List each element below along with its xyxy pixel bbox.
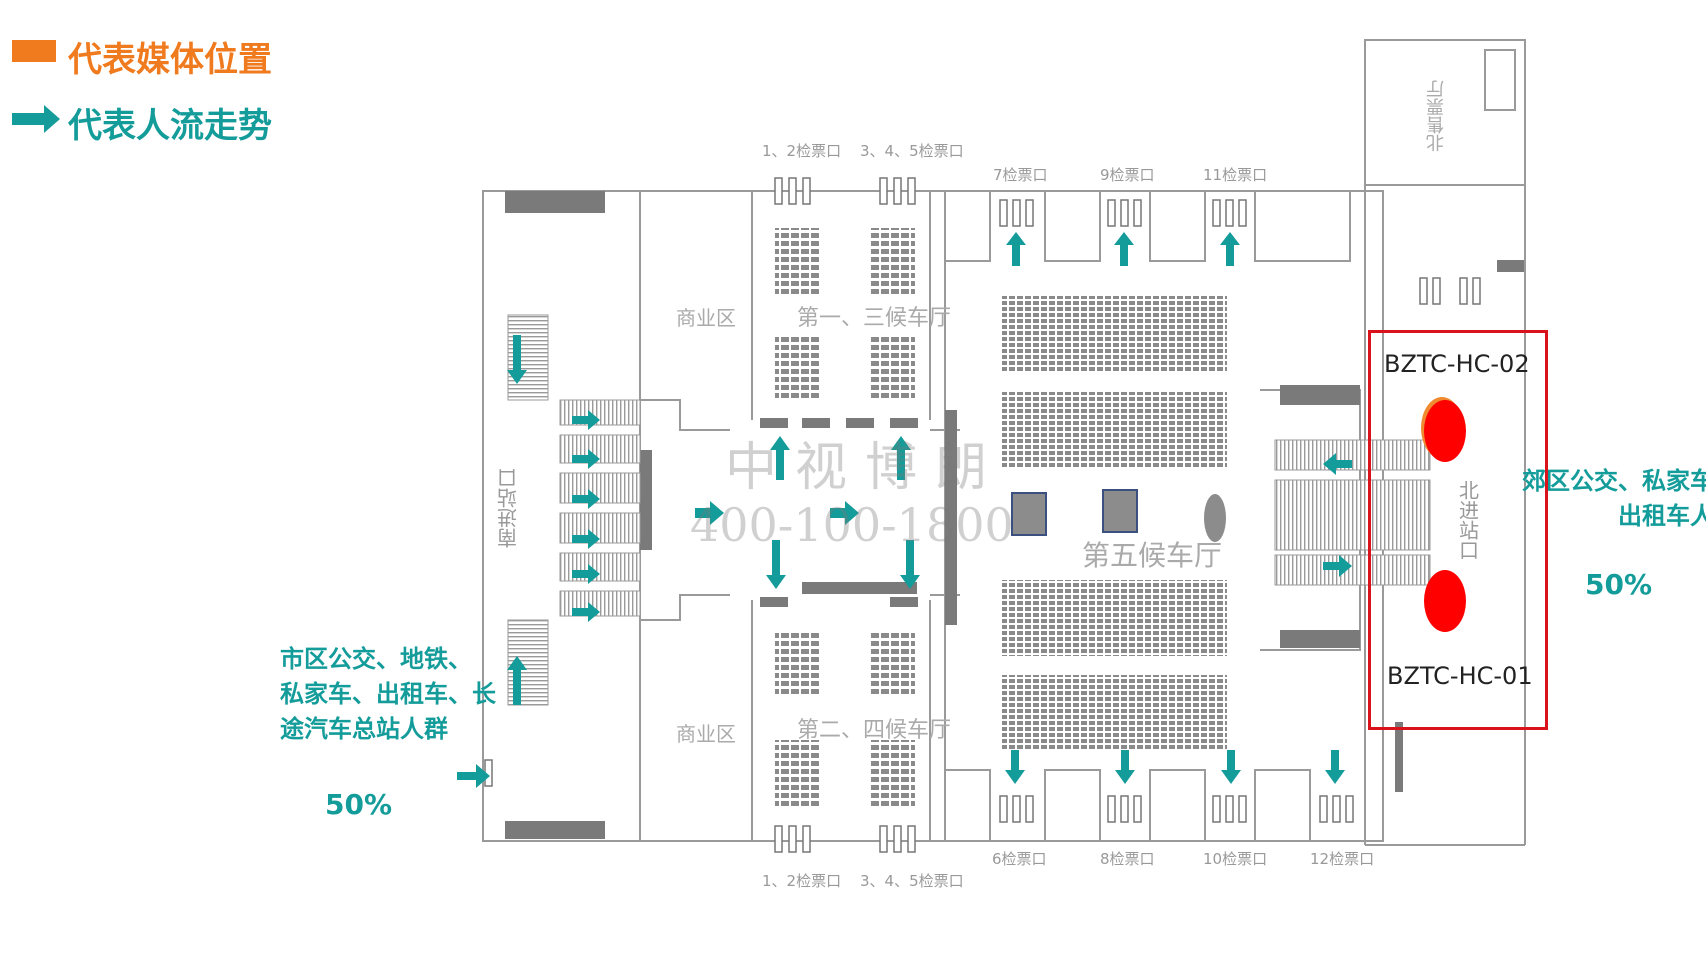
media-point-bottom — [1424, 570, 1466, 632]
legend-media-label: 代表媒体位置 — [68, 40, 272, 80]
flow-arrow-icon — [12, 105, 60, 133]
label-hall-2-4: 第二、四候车厅 — [797, 718, 952, 743]
left-group-percent: 50% — [325, 788, 393, 821]
gate-label-top-4: 9检票口 — [1100, 166, 1155, 184]
media-highlight-box — [1368, 330, 1548, 730]
gate-label-top-2: 3、4、5检票口 — [860, 142, 964, 160]
media-swatch — [12, 40, 56, 62]
media-code-top: BZTC-HC-02 — [1384, 350, 1530, 378]
gate-label-bottom-5: 10检票口 — [1203, 850, 1268, 868]
right-group-percent: 50% — [1585, 568, 1653, 601]
left-group-line-3: 途汽车总站人群 — [280, 715, 448, 743]
gate-label-top-5: 11检票口 — [1203, 166, 1268, 184]
label-hall-5: 第五候车厅 — [1082, 539, 1223, 572]
media-point-top — [1424, 400, 1466, 462]
label-north-ticket-hall: 北售票厅 — [1426, 80, 1447, 152]
label-north-entrance: 北进站口 — [1455, 480, 1480, 560]
watermark-name: 中视博朗 — [725, 438, 1006, 498]
media-code-bottom: BZTC-HC-01 — [1387, 662, 1533, 690]
right-group-line-1: 郊区公交、私家车、 — [1522, 467, 1706, 495]
gate-label-bottom-3: 6检票口 — [992, 850, 1047, 868]
label-commercial-top: 商业区 — [676, 306, 736, 330]
left-passenger-group: 市区公交、地铁、 私家车、出租车、长 途汽车总站人群 — [280, 642, 496, 747]
label-hall-1-3: 第一、三候车厅 — [797, 306, 952, 331]
watermark-phone: 400-100-1800 — [690, 498, 1014, 552]
left-group-line-2: 私家车、出租车、长 — [280, 680, 496, 708]
gate-label-bottom-6: 12检票口 — [1310, 850, 1375, 868]
gate-label-top-3: 7检票口 — [993, 166, 1048, 184]
gate-label-bottom-2: 3、4、5检票口 — [860, 872, 964, 890]
label-commercial-bottom: 商业区 — [676, 722, 736, 746]
left-group-line-1: 市区公交、地铁、 — [280, 645, 472, 673]
gate-label-top-1: 1、2检票口 — [762, 142, 842, 160]
legend: 代表媒体位置 代表人流走势 — [12, 30, 272, 150]
label-south-entrance: 南进站口 — [496, 468, 521, 548]
right-passenger-group: 郊区公交、私家车、 出租车人群 — [1522, 464, 1706, 534]
right-group-line-2: 出租车人群 — [1618, 502, 1706, 530]
legend-flow-label: 代表人流走势 — [68, 106, 272, 146]
gate-label-bottom-4: 8检票口 — [1100, 850, 1155, 868]
gate-label-bottom-1: 1、2检票口 — [762, 872, 842, 890]
